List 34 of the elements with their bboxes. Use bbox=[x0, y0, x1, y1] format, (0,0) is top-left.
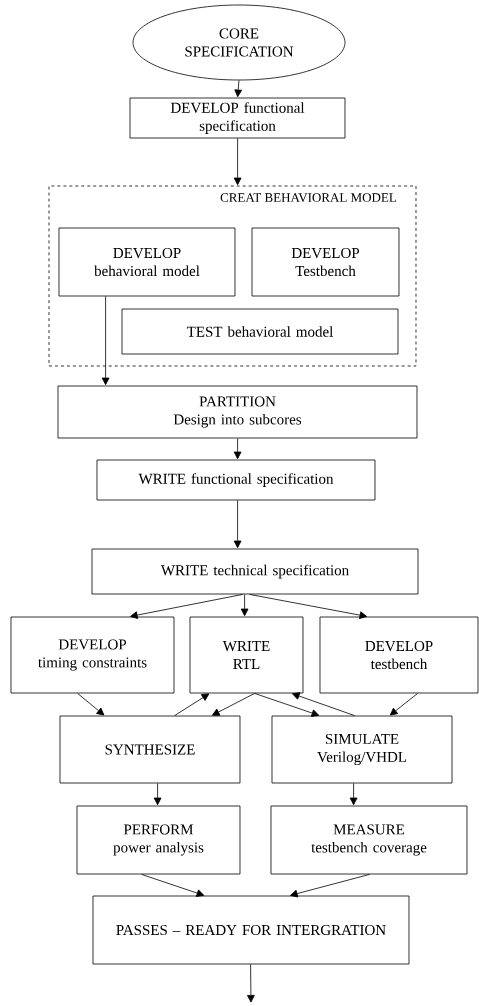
process-box: DEVELOP timing constraints bbox=[10, 616, 175, 694]
arrow bbox=[130, 594, 243, 619]
arrow bbox=[233, 438, 242, 460]
process-box: MEASURE testbench coverage bbox=[270, 805, 468, 875]
arrow bbox=[212, 693, 255, 716]
process-box: DEVELOP behavioral model bbox=[58, 227, 236, 297]
process-box: WRITE technical specification bbox=[91, 548, 419, 595]
arrow bbox=[349, 783, 358, 806]
arrow bbox=[292, 692, 355, 716]
arrow bbox=[233, 500, 242, 549]
process-box: WRITE RTL bbox=[189, 616, 304, 694]
process-box: WRITE functional specification bbox=[96, 459, 376, 501]
arrow bbox=[234, 80, 243, 98]
process-box: SIMULATE Verilog/VHDL bbox=[271, 715, 453, 784]
arrow bbox=[233, 138, 242, 186]
process-box: PASSES – READY FOR INTERGRATION bbox=[92, 895, 410, 965]
arrow bbox=[240, 594, 249, 617]
arrow bbox=[101, 296, 110, 386]
arrow bbox=[247, 964, 255, 1003]
process-box: DEVELOP functional specification bbox=[129, 97, 346, 139]
arrow bbox=[153, 783, 162, 806]
process-box: PARTITION Design into subcores bbox=[57, 385, 418, 439]
process-box: PERFORM power analysis bbox=[76, 805, 241, 875]
arrow bbox=[249, 594, 368, 619]
arrow bbox=[174, 693, 210, 716]
process-box: DEVELOP testbench bbox=[319, 616, 479, 694]
process-box: TEST behavioral model bbox=[121, 308, 399, 355]
arrow bbox=[77, 693, 105, 716]
arrow bbox=[254, 693, 320, 717]
process-box: DEVELOP Testbench bbox=[251, 227, 400, 297]
arrow bbox=[290, 874, 370, 898]
arrow bbox=[389, 693, 418, 716]
process-box: SYNTHESIZE bbox=[59, 715, 241, 784]
arrow bbox=[141, 874, 205, 897]
